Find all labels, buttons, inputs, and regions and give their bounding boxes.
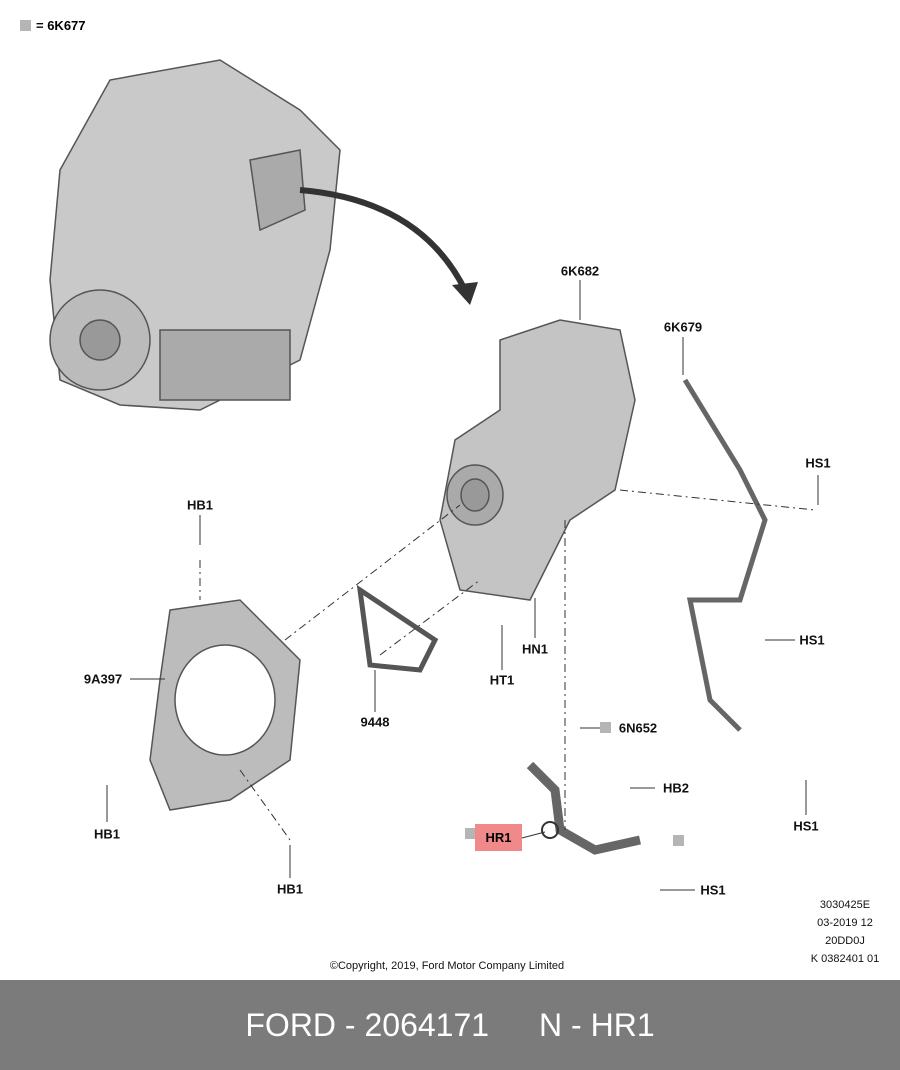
marker-square-icon [465,828,476,839]
marker-square-icon [20,20,31,31]
callout-hb1: HB1 [186,497,214,513]
callout-hs1: HS1 [805,455,831,471]
copyright: ©Copyright, 2019, Ford Motor Company Lim… [329,960,565,972]
part-reference: N - HR1 [539,1006,655,1043]
callout-6k682: 6K682 [560,263,600,279]
marker-square-icon [600,722,611,733]
part-number: FORD - 2064171 [245,1006,490,1043]
callout-hs1: HS1 [793,818,819,834]
heat-shield [149,599,301,811]
callout-6k679: 6K679 [663,319,703,335]
callout-hb2: HB2 [662,780,690,796]
turbocharger [439,319,636,601]
oil-feed-pipe [682,378,768,732]
callout-hr1-label: HR1 [485,830,512,845]
marker-square-icon [673,835,684,846]
footer-bar: FORD - 2064171 N - HR1 [0,980,900,1070]
arrow [299,187,468,292]
drawing-metadata: 3030425E 03-2019 12 20DD0J K 0382401 01 [800,896,890,968]
callout-9a397: 9A397 [83,671,123,687]
drawing-code: 20DD0J [825,935,865,947]
parts-diagram [49,59,819,891]
callout-6n652: 6N652 [618,720,658,736]
callout-hr1-highlighted[interactable]: HR1 [475,824,522,851]
callout-9448: 9448 [360,714,390,730]
legend-label: = 6K677 [36,18,86,33]
legend: = 6K677 [20,18,86,33]
gasket [356,584,439,673]
engine-illustration [49,59,341,411]
callout-hn1: HN1 [521,641,549,657]
callout-hs1: HS1 [799,632,825,648]
drawing-date: 03-2019 12 [817,917,873,929]
callout-hs1: HS1 [700,882,726,898]
callout-hb1: HB1 [93,826,121,842]
oil-return-pipe [526,761,641,855]
callout-ht1: HT1 [489,672,515,688]
callout-hb1: HB1 [276,881,304,897]
drawing-number: 3030425E [819,899,871,911]
drawing-ref: K 0382401 01 [810,953,880,965]
